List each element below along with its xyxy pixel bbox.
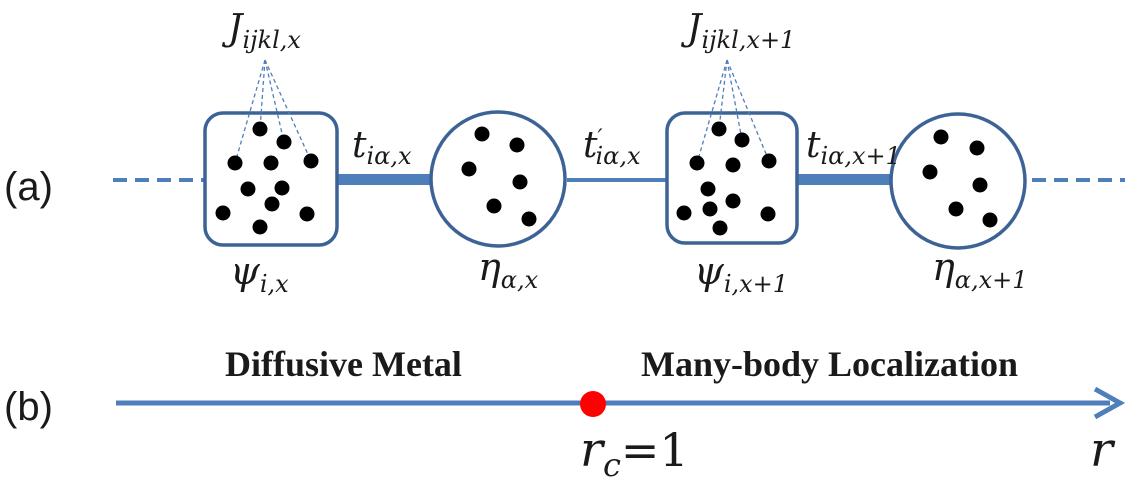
coupling-label-x-plus-1: Jijkl,x+1 xyxy=(680,8,795,54)
site-label-psi-x-plus-1: ψi,x+1 xyxy=(694,249,788,298)
site-psi-x xyxy=(203,59,339,247)
eta-circle-1 xyxy=(429,110,567,248)
site-label-eta-x-plus-1: ηα,x+1 xyxy=(932,245,1028,294)
site-label-psi-x: ψi,x xyxy=(230,249,289,298)
panel-a-label: (a) xyxy=(4,165,53,209)
coupling-label-x: Jijkl,x xyxy=(221,8,301,54)
site-psi-x-plus-1 xyxy=(665,59,799,245)
eta-circle-2 xyxy=(889,112,1027,250)
coupling-lines-1 xyxy=(234,59,312,164)
psi-box-2 xyxy=(665,111,799,245)
axis-label-r: r xyxy=(1090,422,1116,478)
critical-point-label: rc=1 xyxy=(580,422,689,484)
bond-thick-1 xyxy=(337,174,432,185)
hop-label-3: tiα,x+1 xyxy=(806,125,901,170)
coupling-lines-2 xyxy=(696,59,770,164)
site-label-eta-x: ηα,x xyxy=(478,245,539,294)
panel-b-label: (b) xyxy=(4,385,53,429)
phase-label-mbl: Many-body Localization xyxy=(641,344,1018,384)
bond-thick-3 xyxy=(797,174,893,185)
critical-point-marker xyxy=(580,391,606,417)
eta-dots-2 xyxy=(922,129,998,228)
hop-label-1: tiα,x xyxy=(352,125,412,170)
phase-label-diffusive-metal: Diffusive Metal xyxy=(225,344,462,384)
site-eta-x xyxy=(429,110,567,248)
eta-dots-1 xyxy=(461,126,537,227)
psi-dots-2 xyxy=(676,121,777,236)
hop-label-2: t′iα,x xyxy=(583,125,641,170)
psi-box-1 xyxy=(203,111,339,247)
psi-dots-1 xyxy=(215,121,319,235)
site-eta-x-plus-1 xyxy=(889,112,1027,250)
phase-axis-arrowhead xyxy=(1093,386,1126,420)
